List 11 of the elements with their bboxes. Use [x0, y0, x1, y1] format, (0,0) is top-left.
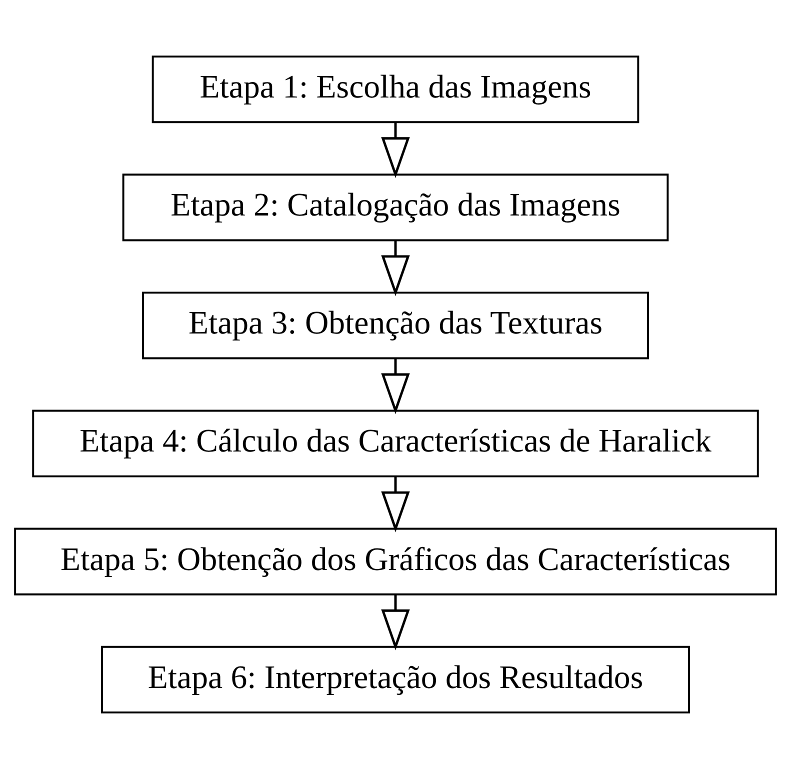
node-box: Etapa 6: Interpretação dos Resultados [101, 646, 690, 714]
arrow [381, 122, 410, 178]
arrow [381, 358, 410, 414]
node-box: Etapa 2: Catalogação das Imagens [122, 174, 669, 242]
node-box: Etapa 3: Obtenção das Texturas [142, 292, 649, 360]
arrow [381, 240, 410, 296]
node-box: Etapa 5: Obtenção dos Gráficos das Características [14, 528, 777, 596]
arrow [381, 594, 410, 650]
node-box: Etapa 4: Cálculo das Características de Haralick [32, 410, 759, 478]
arrow [381, 476, 410, 532]
node-box: Etapa 1: Escolha das Imagens [152, 56, 640, 124]
